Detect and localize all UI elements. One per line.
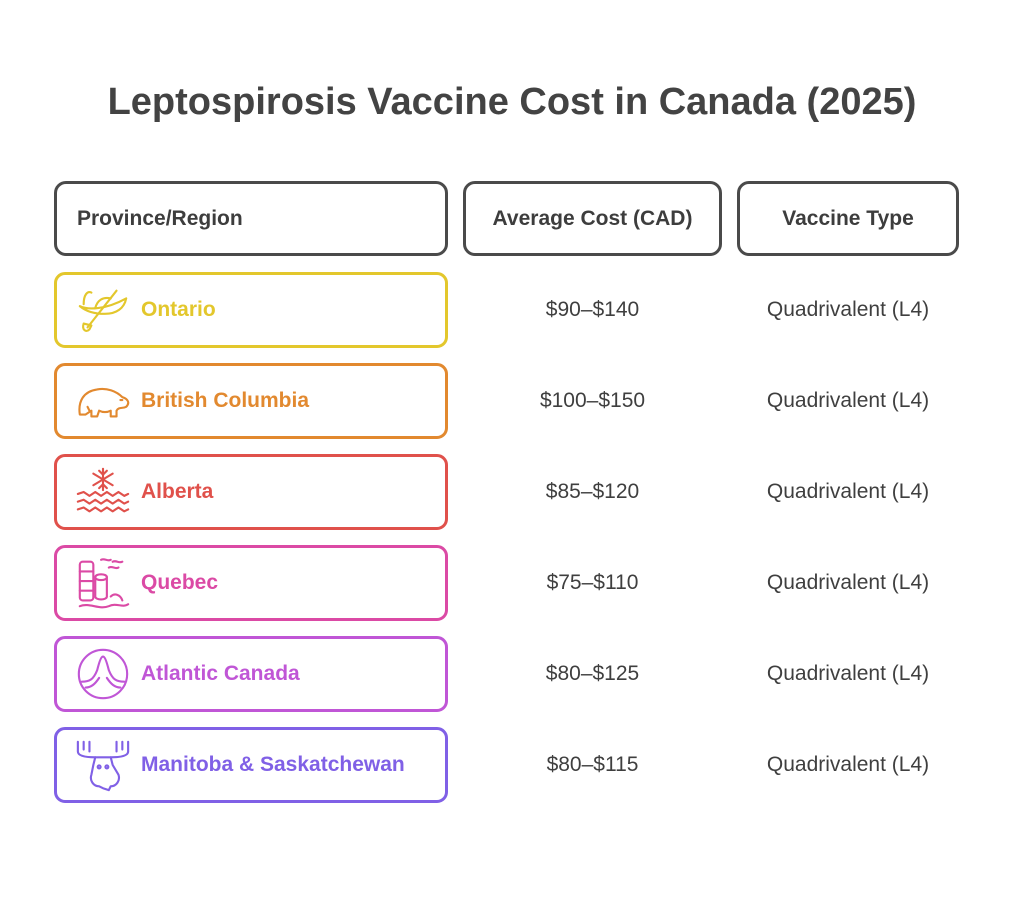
moose-icon xyxy=(73,735,133,795)
table-row: Alberta $85–$120 Quadrivalent (L4) xyxy=(0,454,1024,530)
page-title: Leptospirosis Vaccine Cost in Canada (20… xyxy=(107,81,917,123)
table-row: British Columbia $100–$150 Quadrivalent … xyxy=(0,363,1024,439)
region-label: Alberta xyxy=(141,480,214,503)
cost-cell: $90–$140 xyxy=(545,298,640,321)
snowflake-icon xyxy=(73,462,133,522)
region-label: Quebec xyxy=(141,571,219,594)
region-box-ontario: Ontario xyxy=(54,272,448,348)
region-label: Atlantic Canada xyxy=(141,662,300,685)
type-cell: Quadrivalent (L4) xyxy=(766,298,930,321)
header-province-label: Province/Region xyxy=(77,206,243,230)
header-province: Province/Region xyxy=(54,181,448,256)
table-row: Manitoba & Saskatchewan $80–$115 Quadriv… xyxy=(0,727,1024,803)
region-label: British Columbia xyxy=(141,389,310,412)
cost-cell: $80–$115 xyxy=(546,753,639,776)
header-type-label: Vaccine Type xyxy=(782,206,914,230)
bear-icon xyxy=(73,371,133,431)
type-cell: Quadrivalent (L4) xyxy=(766,389,930,412)
type-cell: Quadrivalent (L4) xyxy=(766,571,930,594)
region-box-alberta: Alberta xyxy=(54,454,448,530)
header-cost: Average Cost (CAD) xyxy=(463,181,722,256)
type-cell: Quadrivalent (L4) xyxy=(766,662,930,685)
region-box-manitoba-saskatchewan: Manitoba & Saskatchewan xyxy=(54,727,448,803)
cost-cell: $75–$110 xyxy=(546,571,639,594)
cost-cell: $80–$125 xyxy=(545,662,640,685)
table-row: Quebec $75–$110 Quadrivalent (L4) xyxy=(0,545,1024,621)
type-cell: Quadrivalent (L4) xyxy=(766,753,930,776)
tree-stump-icon xyxy=(73,553,133,613)
region-box-british-columbia: British Columbia xyxy=(54,363,448,439)
region-label: Manitoba & Saskatchewan xyxy=(141,753,405,776)
header-type: Vaccine Type xyxy=(737,181,959,256)
region-label: Ontario xyxy=(141,298,216,321)
cost-cell: $100–$150 xyxy=(539,389,646,412)
table-row: Atlantic Canada $80–$125 Quadrivalent (L… xyxy=(0,636,1024,712)
region-box-quebec: Quebec xyxy=(54,545,448,621)
canoe-icon xyxy=(73,280,133,340)
header-cost-label: Average Cost (CAD) xyxy=(492,206,693,230)
cost-cell: $85–$120 xyxy=(545,480,640,503)
type-cell: Quadrivalent (L4) xyxy=(766,480,930,503)
wave-icon xyxy=(73,644,133,704)
table-row: Ontario $90–$140 Quadrivalent (L4) xyxy=(0,272,1024,348)
region-box-atlantic-canada: Atlantic Canada xyxy=(54,636,448,712)
